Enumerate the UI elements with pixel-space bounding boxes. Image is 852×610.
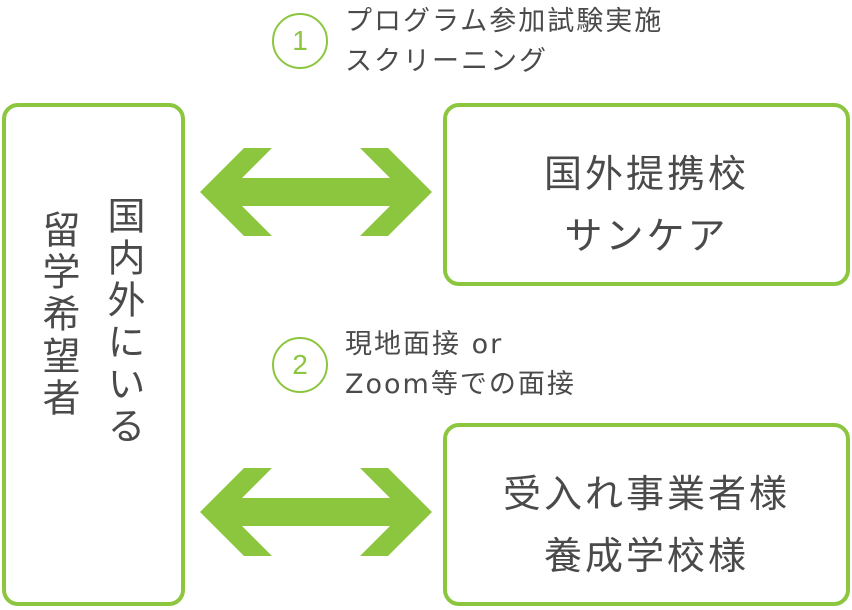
step2-line1: 現地面接 or <box>345 329 504 360</box>
partner-school-line2: サンケア <box>564 214 729 258</box>
applicant-line2: 留学希望者 <box>36 210 80 420</box>
step1-line2: スクリーニング <box>345 46 548 77</box>
step1-description: プログラム参加試験実施 スクリーニング <box>345 2 663 82</box>
step2-line2: Zoom等での面接 <box>345 369 576 400</box>
host-box: 受入れ事業者様 養成学校様 <box>443 423 850 606</box>
step1-line1: プログラム参加試験実施 <box>345 6 664 37</box>
step1-number-badge: 1 <box>272 13 328 69</box>
applicant-box <box>2 103 185 606</box>
host-line2: 養成学校様 <box>543 534 749 578</box>
double-arrow-icon <box>200 148 432 236</box>
double-arrow-icon <box>200 468 432 556</box>
step2-description: 現地面接 or Zoom等での面接 <box>345 325 576 405</box>
partner-school-box: 国外提携校 サンケア <box>443 103 850 286</box>
step2-number-badge: 2 <box>272 337 328 393</box>
host-line1: 受入れ事業者様 <box>502 472 790 516</box>
partner-school-line1: 国外提携校 <box>543 152 749 196</box>
applicant-line1: 国内外にいる <box>101 196 145 448</box>
